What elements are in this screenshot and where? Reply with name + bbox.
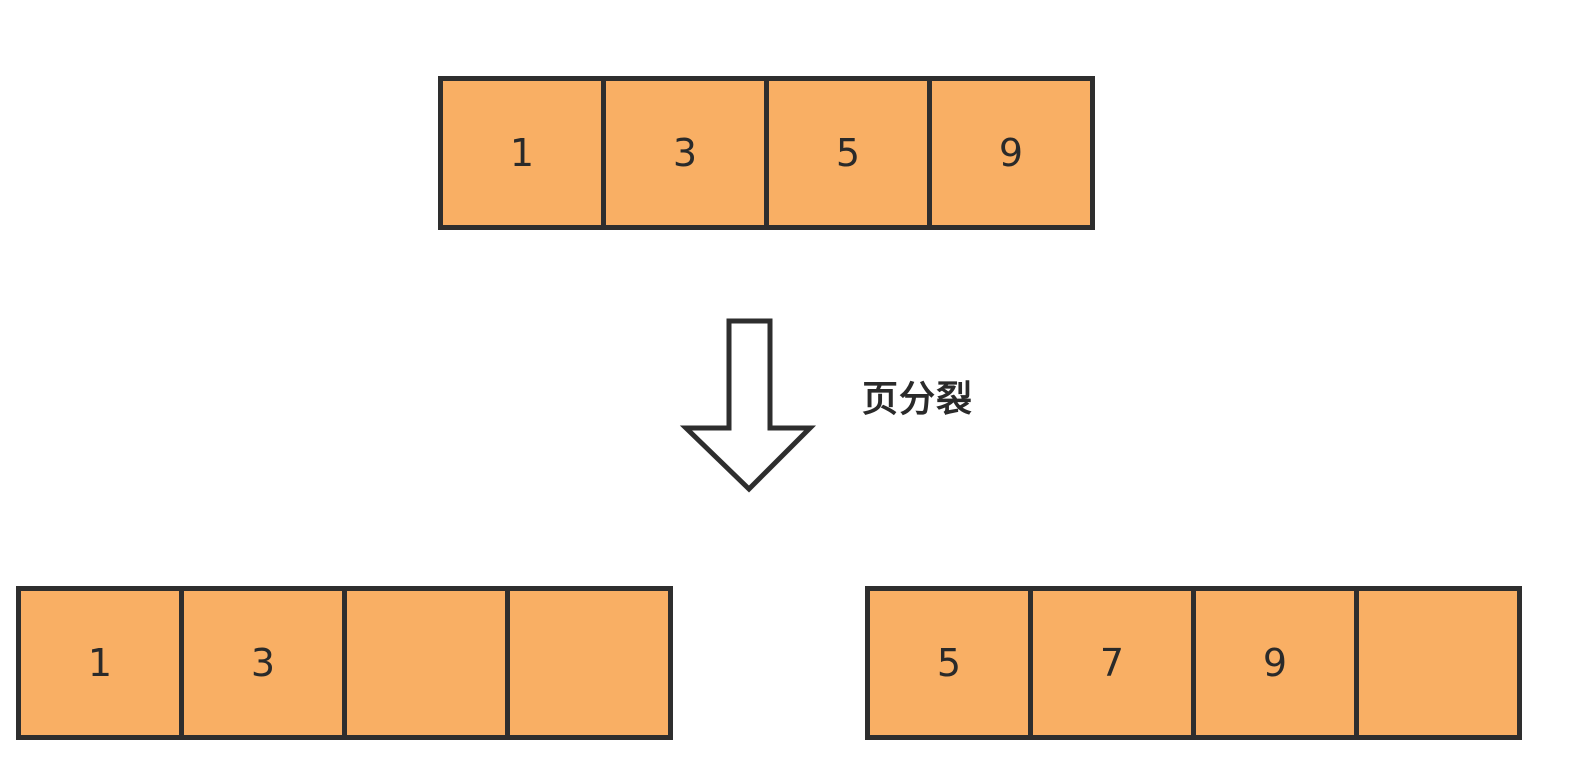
page-cell: 9	[927, 76, 1095, 230]
page-split-label: 页分裂	[862, 379, 974, 420]
page-cell: 9	[1191, 586, 1359, 740]
page-cell: 3	[179, 586, 347, 740]
page-cell: 1	[438, 76, 606, 230]
page-cell	[1354, 586, 1522, 740]
page-cell: 5	[865, 586, 1033, 740]
page-cell: 3	[601, 76, 769, 230]
top-page: 1 3 5 9	[438, 76, 1095, 230]
right-page: 5 7 9	[865, 586, 1522, 740]
page-cell: 1	[16, 586, 184, 740]
page-cell	[342, 586, 510, 740]
page-cell: 7	[1028, 586, 1196, 740]
left-page: 1 3	[16, 586, 673, 740]
page-cell	[505, 586, 673, 740]
